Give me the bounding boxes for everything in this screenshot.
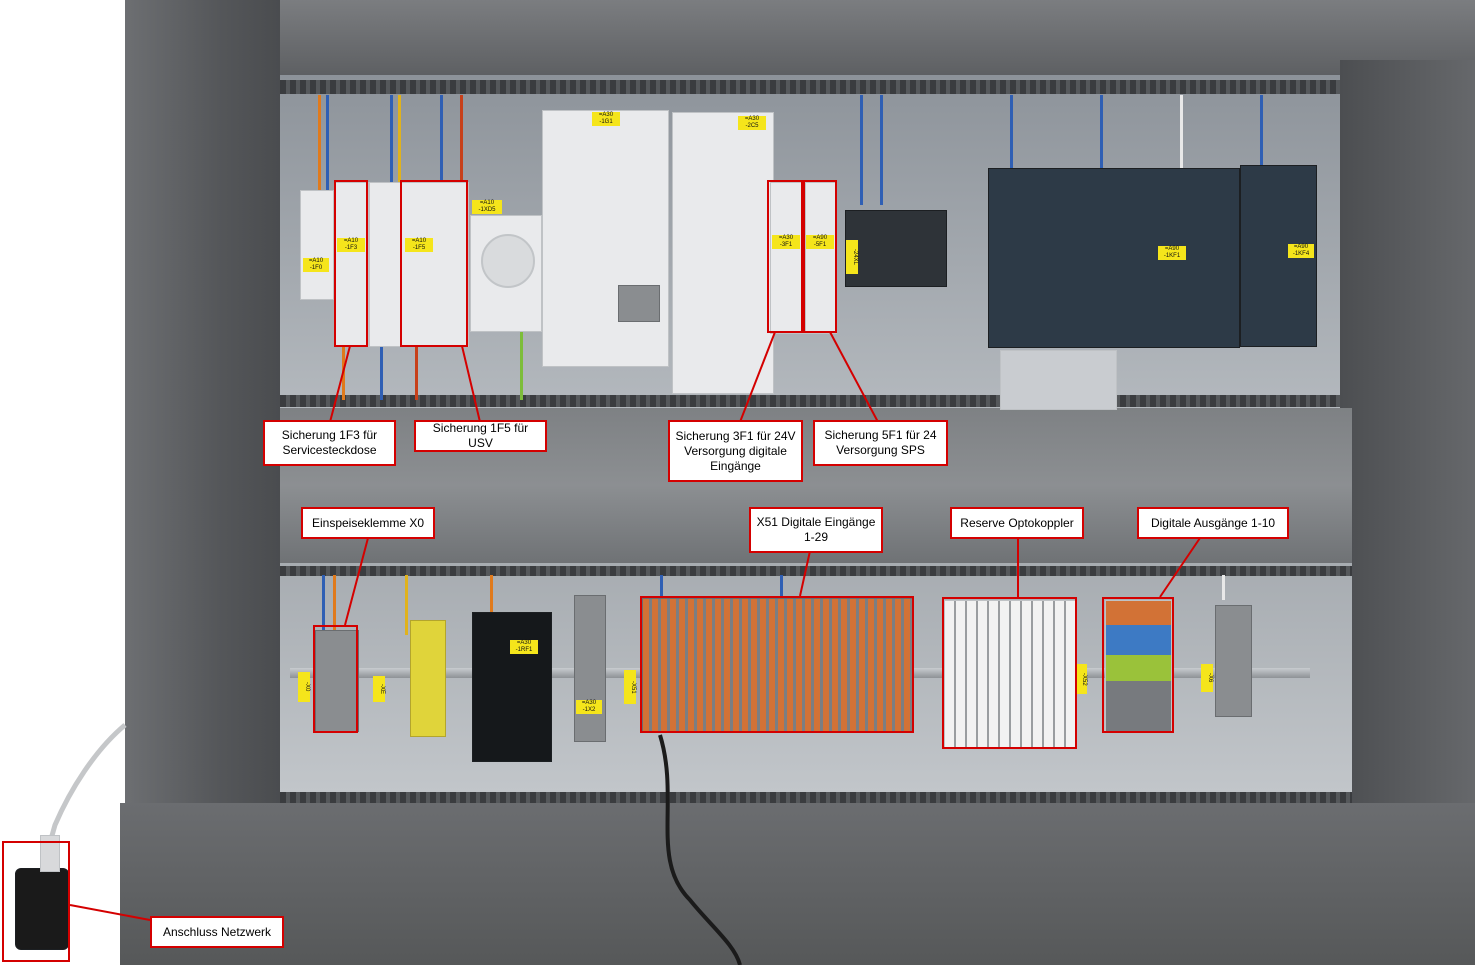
tag-24xl: -24XL: [846, 240, 858, 274]
feed-terminal-x0: [315, 630, 359, 732]
wire: [860, 95, 863, 205]
plc-cpu: [988, 168, 1240, 348]
highlight-5f1: [803, 180, 837, 333]
wire: [1100, 95, 1103, 170]
wire: [880, 95, 883, 205]
callout-network: Anschluss Netzwerk: [150, 916, 284, 948]
tag-a10-1f5: =A10 -1F5: [405, 238, 433, 252]
wire: [322, 575, 325, 635]
highlight-x0: [313, 625, 358, 733]
tag-a90-1kf4: =A90 -1KF4: [1288, 244, 1314, 258]
cable-duct-lower-top: [280, 566, 1352, 576]
highlight-3f1: [767, 180, 803, 333]
surge-protector: [300, 190, 334, 300]
callout-x51: X51 Digitale Eingänge 1-29: [749, 507, 883, 553]
tag-a10-1f3: =A10 -1F3: [337, 238, 365, 252]
wire: [326, 95, 329, 195]
terminal-block-x51: [642, 598, 914, 732]
wire: [460, 95, 463, 185]
highlight-1f3: [334, 180, 368, 347]
tag-a10-1f0: =A10 -1F0: [303, 258, 329, 272]
wire: [1222, 575, 1225, 600]
highlight-1f5: [400, 180, 468, 347]
tag-a30-1g1: =A30 -1G1: [592, 112, 620, 126]
rcd-device: [369, 182, 401, 347]
callout-3f1: Sicherung 3F1 für 24V Versorgung digital…: [668, 420, 803, 482]
callout-optocoupler: Reserve Optokoppler: [950, 507, 1084, 539]
cable-duct-top: [280, 80, 1340, 94]
breaker-3f1: [770, 182, 805, 334]
tag-xe: -XE: [373, 676, 385, 702]
tag-a30-3f1: =A30 -3F1: [772, 235, 800, 249]
nameplate: [1000, 350, 1117, 410]
wire: [780, 575, 783, 600]
wire: [1260, 95, 1263, 170]
wire: [333, 575, 336, 635]
tag-a30-1x2: =A30 -1X2: [576, 700, 602, 714]
callout-5f1: Sicherung 5F1 für 24 Versorgung SPS: [813, 420, 948, 466]
wire: [415, 345, 418, 400]
tag-a90-1kf1: =A90 -1KF1: [1158, 246, 1186, 260]
tag-a30-2c5: =A30 -2C5: [738, 116, 766, 130]
highlight-optocoupler: [942, 597, 1077, 749]
highlight-network: [2, 841, 70, 962]
callout-1f5: Sicherung 1F5 für USV: [414, 420, 547, 452]
wire: [520, 325, 523, 400]
tag-a10-1xd5: =A10 -1XD5: [472, 200, 502, 214]
service-socket: [470, 215, 542, 332]
cable-duct-lower-bottom: [280, 792, 1352, 804]
ups-connector: [618, 285, 660, 322]
cabinet-frame-top: [125, 0, 1475, 75]
callout-x0: Einspeiseklemme X0: [301, 507, 435, 539]
terminal-block-outputs: [1105, 600, 1172, 732]
network-plug: [40, 835, 60, 872]
wire: [380, 345, 383, 400]
highlight-outputs: [1102, 597, 1174, 733]
tag-x52: -X52: [1075, 664, 1087, 694]
power-filter: [472, 612, 552, 762]
wire: [490, 575, 493, 615]
wire: [318, 95, 321, 195]
tag-a30-1rf1: =A30 -1RF1: [510, 640, 538, 654]
ups-controller: [542, 110, 669, 367]
callout-outputs: Digitale Ausgänge 1-10: [1137, 507, 1289, 539]
wire: [390, 95, 393, 185]
wire: [1010, 95, 1013, 170]
highlight-x51: [640, 596, 914, 733]
cabinet-frame-bottom: [120, 803, 1475, 965]
terminal-x6: [1215, 605, 1252, 717]
tag-x51: -X51: [624, 670, 636, 704]
tag-a90-5f1: =A90 -5F1: [806, 235, 834, 249]
earth-terminal: [410, 620, 446, 737]
wire: [405, 575, 408, 635]
wire: [1180, 95, 1183, 170]
tag-x6: -X6: [1201, 664, 1213, 692]
wire: [440, 95, 443, 185]
wire: [398, 95, 401, 185]
optocoupler-bank: [944, 600, 1076, 748]
callout-1f3: Sicherung 1F3 für Servicesteckdose: [263, 420, 396, 466]
fuse-terminal: [574, 595, 606, 742]
wire: [660, 575, 663, 600]
terminal-block-24xl: [845, 210, 947, 287]
tag-x0: -X0: [298, 672, 310, 702]
ups-battery: [672, 112, 774, 394]
